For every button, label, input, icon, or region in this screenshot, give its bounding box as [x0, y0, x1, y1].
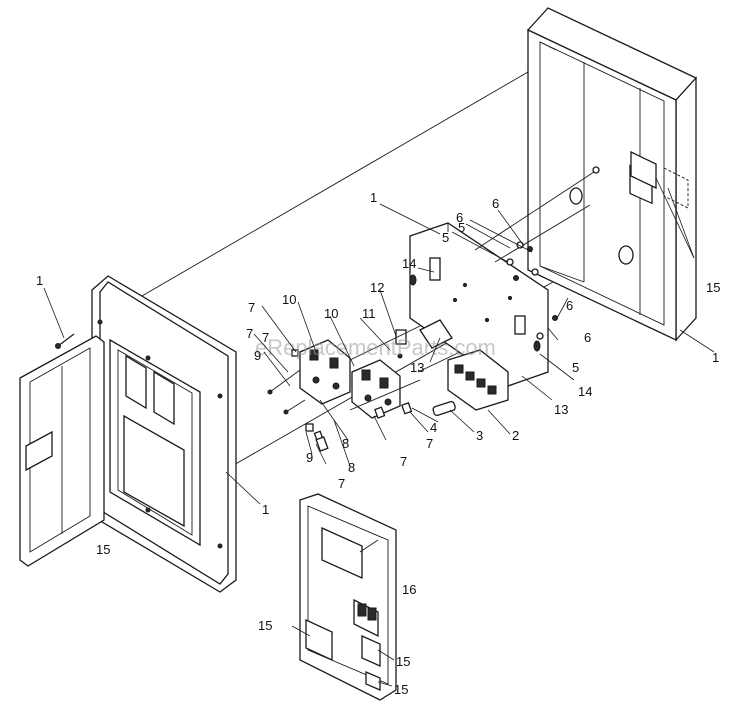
callout-7: 7 — [426, 436, 433, 451]
callout-1: 1 — [712, 350, 719, 365]
callout-1: 1 — [370, 190, 377, 205]
callout-14: 14 — [578, 384, 592, 399]
callout-9: 9 — [306, 450, 313, 465]
callout-6: 6 — [566, 298, 573, 313]
callout-1: 1 — [36, 273, 43, 288]
watermark-text: eReplacementParts.com — [255, 335, 496, 360]
callout-7: 7 — [400, 454, 407, 469]
panel-door — [19, 335, 105, 567]
callout-labels: 1 1 1 1 2 3 4 5 5 5 6 6 6 6 7 7 7 7 7 7 … — [36, 190, 720, 697]
front-cover — [299, 493, 397, 701]
callout-16: 16 — [402, 582, 416, 597]
callout-7: 7 — [246, 326, 253, 341]
enclosure-box — [526, 7, 698, 342]
breaker-module-left — [299, 339, 351, 405]
callout-12: 12 — [370, 280, 384, 295]
callout-6: 6 — [584, 330, 591, 345]
callout-13: 13 — [410, 360, 424, 375]
callout-5: 5 — [442, 230, 449, 245]
callout-6: 6 — [492, 196, 499, 211]
callout-8: 8 — [348, 460, 355, 475]
callout-3: 3 — [476, 428, 483, 443]
breaker-module-right — [351, 359, 401, 419]
callout-15: 15 — [394, 682, 408, 697]
mounting-screw — [55, 333, 75, 349]
callout-6: 6 — [456, 210, 463, 225]
panel-frame — [91, 275, 237, 593]
callout-2: 2 — [512, 428, 519, 443]
callout-10: 10 — [324, 306, 338, 321]
callout-leaders — [43, 177, 715, 687]
callout-5: 5 — [572, 360, 579, 375]
callout-7: 7 — [262, 330, 269, 345]
callout-4: 4 — [430, 420, 437, 435]
callout-13: 13 — [554, 402, 568, 417]
callout-15: 15 — [706, 280, 720, 295]
callout-7: 7 — [248, 300, 255, 315]
callout-5: 5 — [458, 220, 465, 235]
callout-1: 1 — [262, 502, 269, 517]
callout-15: 15 — [258, 618, 272, 633]
mounting-back-plate — [409, 222, 549, 387]
hardware-screws-right — [474, 166, 600, 340]
callout-7: 7 — [338, 476, 345, 491]
callout-15: 15 — [396, 654, 410, 669]
callout-11: 11 — [362, 306, 376, 321]
fuse — [432, 400, 456, 417]
callout-9: 9 — [254, 348, 261, 363]
callout-10: 10 — [282, 292, 296, 307]
callout-14: 14 — [402, 256, 416, 271]
terminal-block — [417, 349, 509, 411]
callout-8: 8 — [342, 436, 349, 451]
small-hardware — [267, 319, 453, 452]
callout-15: 15 — [96, 542, 110, 557]
